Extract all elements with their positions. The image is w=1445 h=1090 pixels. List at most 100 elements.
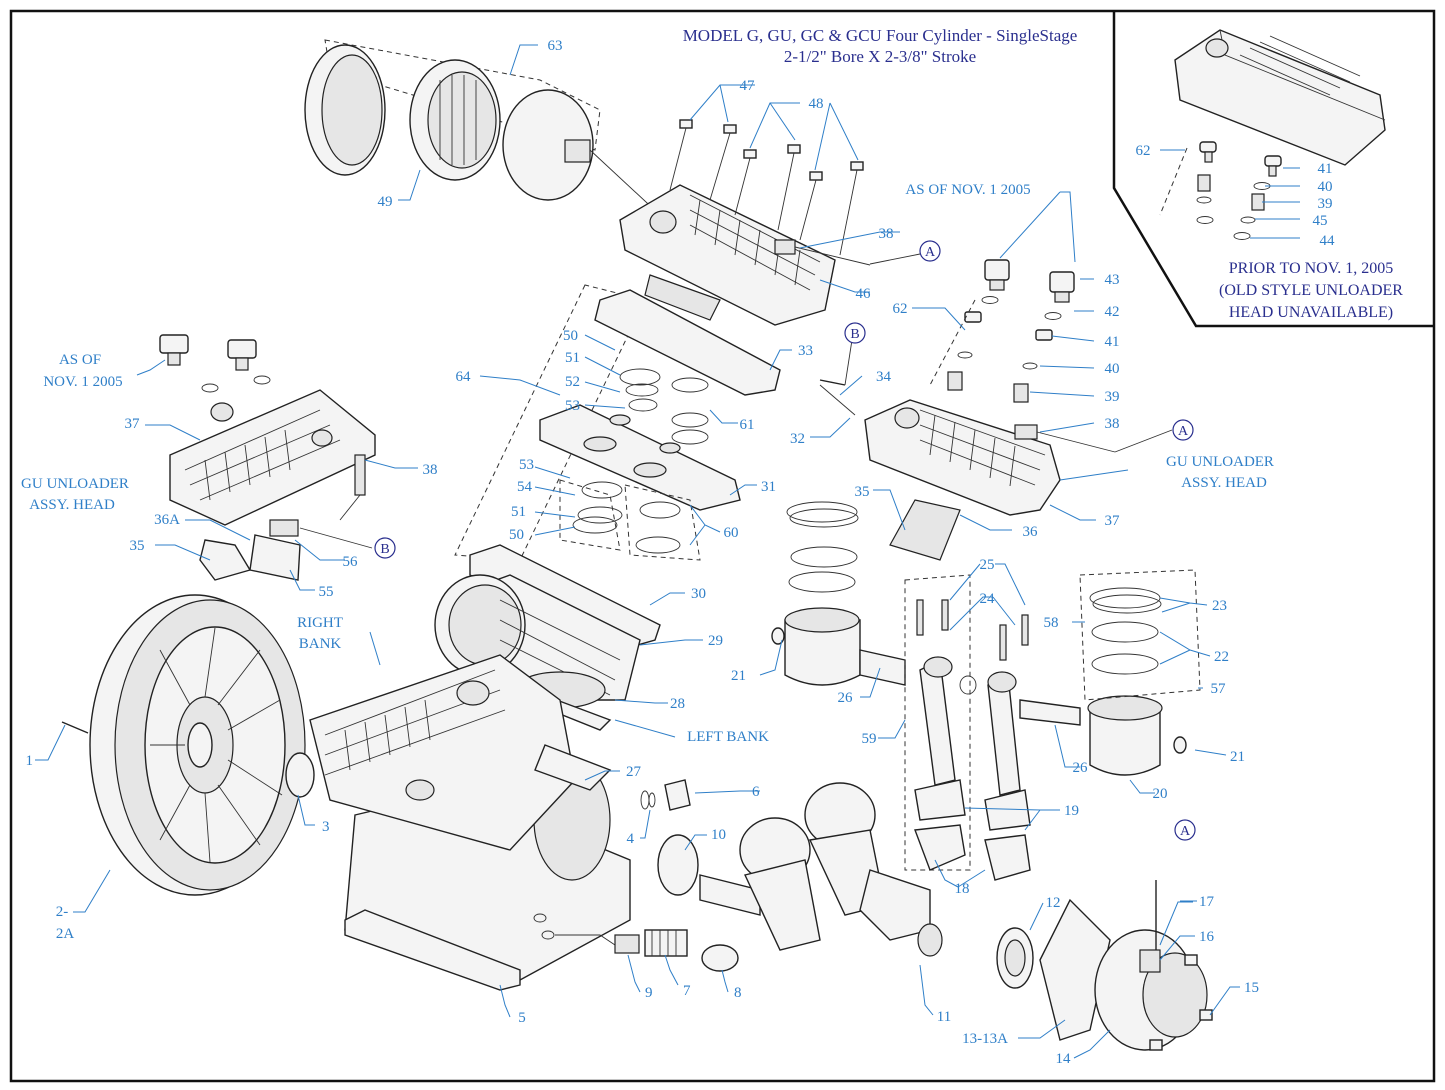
- label-26-left: 26: [838, 690, 854, 706]
- label-12: 12: [1046, 895, 1061, 911]
- label-60: 60: [724, 525, 739, 541]
- label-14: 14: [1056, 1051, 1072, 1067]
- inset-label-41: 41: [1318, 161, 1333, 177]
- label-3: 3: [322, 819, 330, 835]
- label-42: 42: [1105, 304, 1120, 320]
- note-gu-right-line1: GU UNLOADER: [1166, 454, 1274, 470]
- connecting-rods: [904, 574, 1031, 881]
- callout-b-top: [844, 322, 866, 344]
- label-32: 32: [790, 431, 805, 447]
- label-11: 11: [937, 1009, 951, 1025]
- label-25: 25: [980, 557, 995, 573]
- label-51-top: 51: [565, 350, 580, 366]
- label-1: 1: [26, 753, 34, 769]
- label-8: 8: [734, 985, 742, 1001]
- label-48: 48: [809, 96, 824, 112]
- label-15: 15: [1244, 980, 1259, 996]
- note-gu-left-line2: ASSY. HEAD: [29, 497, 115, 513]
- label-33: 33: [798, 343, 813, 359]
- head-bolts: [669, 119, 864, 256]
- crankshaft-assembly: [657, 782, 943, 957]
- label-56: 56: [343, 554, 359, 570]
- top-cylinder-head: [619, 184, 871, 326]
- label-40: 40: [1105, 361, 1120, 377]
- left-unloader-head: [159, 334, 376, 581]
- label-21-left: 21: [731, 668, 746, 684]
- label-21-right: 21: [1230, 749, 1245, 765]
- label-23: 23: [1212, 598, 1227, 614]
- label-57: 57: [1211, 681, 1227, 697]
- label-35-left: 35: [130, 538, 145, 554]
- label-35-right: 35: [855, 484, 870, 500]
- label-53-top: 53: [565, 398, 580, 414]
- label-5: 5: [518, 1010, 526, 1026]
- label-17: 17: [1199, 894, 1215, 910]
- label-2: 2-: [56, 904, 69, 920]
- label-38-left: 38: [423, 462, 438, 478]
- label-38-top: 38: [879, 226, 894, 242]
- label-64: 64: [456, 369, 472, 385]
- flywheel-pulley: [89, 594, 306, 896]
- label-2a: 2A: [56, 926, 75, 942]
- label-34: 34: [876, 369, 892, 385]
- inset-label-62: 62: [1136, 143, 1151, 159]
- inset-unloader-parts: [1159, 141, 1282, 240]
- valve-plate-stack: [454, 284, 781, 561]
- label-24: 24: [980, 591, 996, 607]
- right-unloader-head: [819, 384, 1116, 561]
- label-52: 52: [565, 374, 580, 390]
- label-47: 47: [740, 78, 756, 94]
- callout-a-bottom: [1174, 819, 1196, 841]
- label-38-right: 38: [1105, 416, 1120, 432]
- tube-lines: [299, 253, 1173, 549]
- label-26-right: 26: [1073, 760, 1089, 776]
- label-61: 61: [740, 417, 755, 433]
- callout-a-right-text: A: [1178, 424, 1189, 439]
- label-63: 63: [548, 38, 563, 54]
- label-58: 58: [1044, 615, 1059, 631]
- label-36a: 36A: [154, 512, 180, 528]
- leader-lines: [35, 44, 1240, 1059]
- note-left-bank: LEFT BANK: [687, 729, 769, 745]
- crankcase-seal: [285, 752, 315, 798]
- label-51-bottom: 51: [511, 504, 526, 520]
- label-29: 29: [708, 633, 723, 649]
- crankcase: [309, 654, 631, 991]
- inset-note-line2: (OLD STYLE UNLOADER: [1219, 282, 1403, 299]
- inset-note-line1: PRIOR TO NOV. 1, 2005: [1229, 260, 1393, 277]
- bearing-12-inner: [1004, 939, 1026, 977]
- note-right-bank-line2: BANK: [299, 636, 342, 652]
- callout-a-right: [1172, 419, 1194, 441]
- inset-note-line3: HEAD UNAVAILABLE): [1229, 304, 1393, 321]
- pistons-and-rings: [771, 501, 1201, 776]
- breather-drain-parts: [533, 779, 739, 972]
- inset-labels: 62 41 40 39 45 44: [1136, 143, 1336, 249]
- callout-a-top-text: A: [925, 245, 936, 260]
- label-55: 55: [319, 584, 334, 600]
- label-10: 10: [711, 827, 726, 843]
- label-46: 46: [856, 286, 872, 302]
- note-gu-right-line2: ASSY. HEAD: [1181, 475, 1267, 491]
- inset-old-head: [1174, 29, 1386, 166]
- label-20: 20: [1153, 786, 1168, 802]
- label-30: 30: [691, 586, 706, 602]
- note-as-of-top: AS OF NOV. 1 2005: [905, 182, 1030, 198]
- inset-label-40: 40: [1318, 179, 1333, 195]
- label-54: 54: [517, 479, 533, 495]
- label-4: 4: [627, 831, 635, 847]
- diagram-title-line1: MODEL G, GU, GC & GCU Four Cylinder - Si…: [683, 26, 1078, 45]
- label-27: 27: [626, 764, 642, 780]
- label-18: 18: [955, 881, 970, 897]
- pulley-key: [61, 721, 89, 734]
- label-9: 9: [645, 985, 653, 1001]
- label-43: 43: [1105, 272, 1120, 288]
- label-22: 22: [1214, 649, 1229, 665]
- inset-label-44: 44: [1320, 233, 1336, 249]
- callout-a-bottom-text: A: [1180, 824, 1191, 839]
- note-as-of-line2: NOV. 1 2005: [43, 374, 122, 390]
- end-cover: [1094, 880, 1213, 1051]
- label-31: 31: [761, 479, 776, 495]
- note-as-of-line1: AS OF: [59, 352, 101, 368]
- label-39: 39: [1105, 389, 1120, 405]
